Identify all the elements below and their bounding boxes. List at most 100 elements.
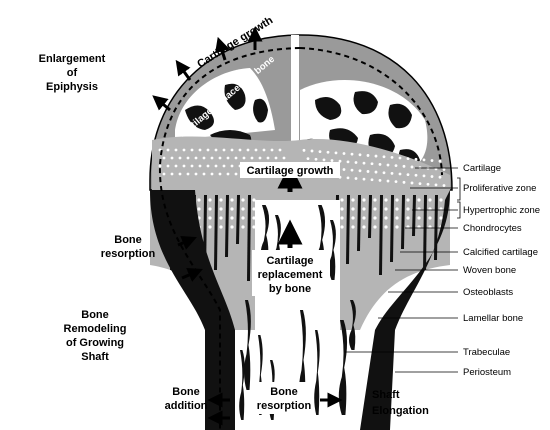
hypertrophic-cell bbox=[417, 198, 421, 202]
shaft-cortex bbox=[150, 190, 450, 430]
hypertrophic-cell bbox=[362, 207, 366, 211]
label-bone-resorption-bottom-2: resorption bbox=[257, 400, 312, 412]
label-cartilage-growth-mid: Cartilage growth bbox=[247, 165, 334, 177]
chondrocyte-dot bbox=[214, 164, 218, 168]
chondrocyte-dot bbox=[378, 179, 382, 182]
chondrocyte-dot bbox=[374, 170, 378, 174]
hypertrophic-cell bbox=[351, 216, 355, 220]
label-remodeling-3: of Growing bbox=[66, 337, 124, 349]
hypertrophic-cell bbox=[395, 207, 399, 211]
label-hypertrophic-zone: Hypertrophic zone bbox=[463, 205, 540, 216]
chondrocyte-dot bbox=[250, 156, 254, 160]
chondrocyte-dot bbox=[322, 158, 326, 162]
bone-resorption-bottom-bg bbox=[254, 382, 314, 414]
label-trabeculae: Trabeculae bbox=[463, 347, 510, 358]
chondrocyte-dot bbox=[438, 159, 442, 163]
chondrocyte-dot bbox=[390, 155, 394, 159]
label-calcified-cartilage: Calcified cartilage bbox=[463, 247, 538, 258]
chondrocyte-dot bbox=[234, 172, 238, 176]
shaft-arrows bbox=[177, 235, 343, 426]
hypertrophic-cell bbox=[197, 198, 201, 202]
center-seam bbox=[291, 35, 299, 185]
chondrocyte-dot bbox=[230, 148, 234, 152]
hypertrophic-cell bbox=[252, 225, 256, 229]
chondrocyte-dot bbox=[402, 180, 406, 184]
chondrocyte-dot bbox=[426, 182, 430, 186]
trabecula bbox=[314, 330, 320, 415]
label-cartilage-replacement-1: Cartilage bbox=[266, 255, 313, 267]
chondrocyte-dot bbox=[378, 163, 382, 166]
trabecula bbox=[239, 350, 245, 420]
chondrocyte-dot bbox=[266, 156, 270, 160]
hypertrophic-cell bbox=[252, 207, 256, 211]
hypertrophic-cell bbox=[340, 216, 344, 220]
label-osteoblasts: Osteoblasts bbox=[463, 287, 513, 298]
chondrocyte-dot bbox=[342, 168, 346, 171]
label-enlargement-2: of bbox=[67, 67, 78, 79]
chondrocyte-dot bbox=[414, 157, 418, 161]
hypertrophic-cell bbox=[340, 207, 344, 211]
hypertrophic-cell bbox=[395, 216, 399, 220]
chondrocyte-dot bbox=[398, 172, 402, 176]
label-remodeling-4: Shaft bbox=[81, 351, 109, 363]
chondrocyte-dot bbox=[170, 172, 174, 176]
hypertrophic-cell bbox=[241, 225, 245, 229]
chondrocyte-dot bbox=[398, 156, 402, 160]
chondrocyte-dot bbox=[222, 164, 226, 168]
chondrocyte-dot bbox=[246, 148, 250, 152]
chondrocyte-dot bbox=[422, 158, 426, 162]
chondrocyte-dot bbox=[262, 148, 266, 152]
chondrocyte-dot bbox=[394, 164, 398, 168]
label-cartilage-replacement-3: by bone bbox=[269, 283, 311, 295]
label-woven-bone: Woven bone bbox=[463, 265, 516, 276]
label-cartilage-replacement-2: replacement bbox=[258, 269, 323, 281]
chondrocyte-dot bbox=[162, 156, 166, 160]
trabecula bbox=[338, 320, 348, 415]
label-chondrocytes: Chondrocytes bbox=[463, 223, 522, 234]
cartilage-column bbox=[379, 195, 383, 275]
chondrocyte-dot bbox=[198, 148, 202, 152]
chondrocyte-dot bbox=[190, 164, 194, 168]
hypertrophic-cell bbox=[362, 216, 366, 220]
chondrocyte-dot bbox=[258, 156, 262, 160]
chondrocyte-dot bbox=[390, 171, 394, 175]
leader-lines bbox=[345, 167, 461, 373]
chondrocyte-dot bbox=[422, 174, 426, 178]
chondrocyte-dot bbox=[214, 148, 218, 152]
chondrocyte-dot bbox=[182, 148, 186, 152]
cartilage-replacement-bg bbox=[252, 250, 330, 296]
chondrocyte-dot bbox=[342, 152, 346, 155]
chondrocyte-dot bbox=[178, 172, 182, 176]
hypertrophic-cell bbox=[362, 225, 366, 229]
chondrocyte-dot bbox=[358, 153, 362, 157]
chondrocyte-dot bbox=[410, 181, 414, 185]
chondrocyte-dot bbox=[158, 164, 162, 168]
hypertrophic-cell bbox=[417, 216, 421, 220]
chondrocyte-dot bbox=[406, 173, 410, 177]
chondrocyte-dot bbox=[210, 156, 214, 160]
hypertrophic-cell bbox=[406, 216, 410, 220]
chondrocyte-dot bbox=[206, 164, 210, 168]
hypertrophic-cell bbox=[351, 207, 355, 211]
chondrocyte-dot bbox=[414, 173, 418, 177]
hypertrophic-cell bbox=[373, 225, 377, 229]
label-lamellar-bone: Lamellar bone bbox=[463, 313, 523, 324]
hypertrophic-cell bbox=[241, 207, 245, 211]
chondrocyte-dot bbox=[170, 156, 174, 160]
chondrocyte-dot bbox=[166, 164, 170, 168]
trabecula bbox=[329, 220, 336, 280]
chondrocyte-dot bbox=[166, 148, 170, 152]
chondrocyte-dot bbox=[278, 148, 282, 152]
hypertrophic-cell bbox=[406, 207, 410, 211]
hypertrophic-cell bbox=[428, 198, 432, 202]
chondrocyte-dot bbox=[318, 150, 322, 154]
hypertrophic-cell bbox=[340, 198, 344, 202]
chondrocyte-dot bbox=[210, 172, 214, 176]
chondrocyte-dot bbox=[242, 156, 246, 160]
hypertrophic-cell bbox=[428, 216, 432, 220]
chondrocyte-dot bbox=[222, 148, 226, 152]
chondrocyte-dot bbox=[194, 172, 198, 176]
hypertrophic-cell bbox=[395, 198, 399, 202]
cartilage-column bbox=[214, 195, 218, 270]
